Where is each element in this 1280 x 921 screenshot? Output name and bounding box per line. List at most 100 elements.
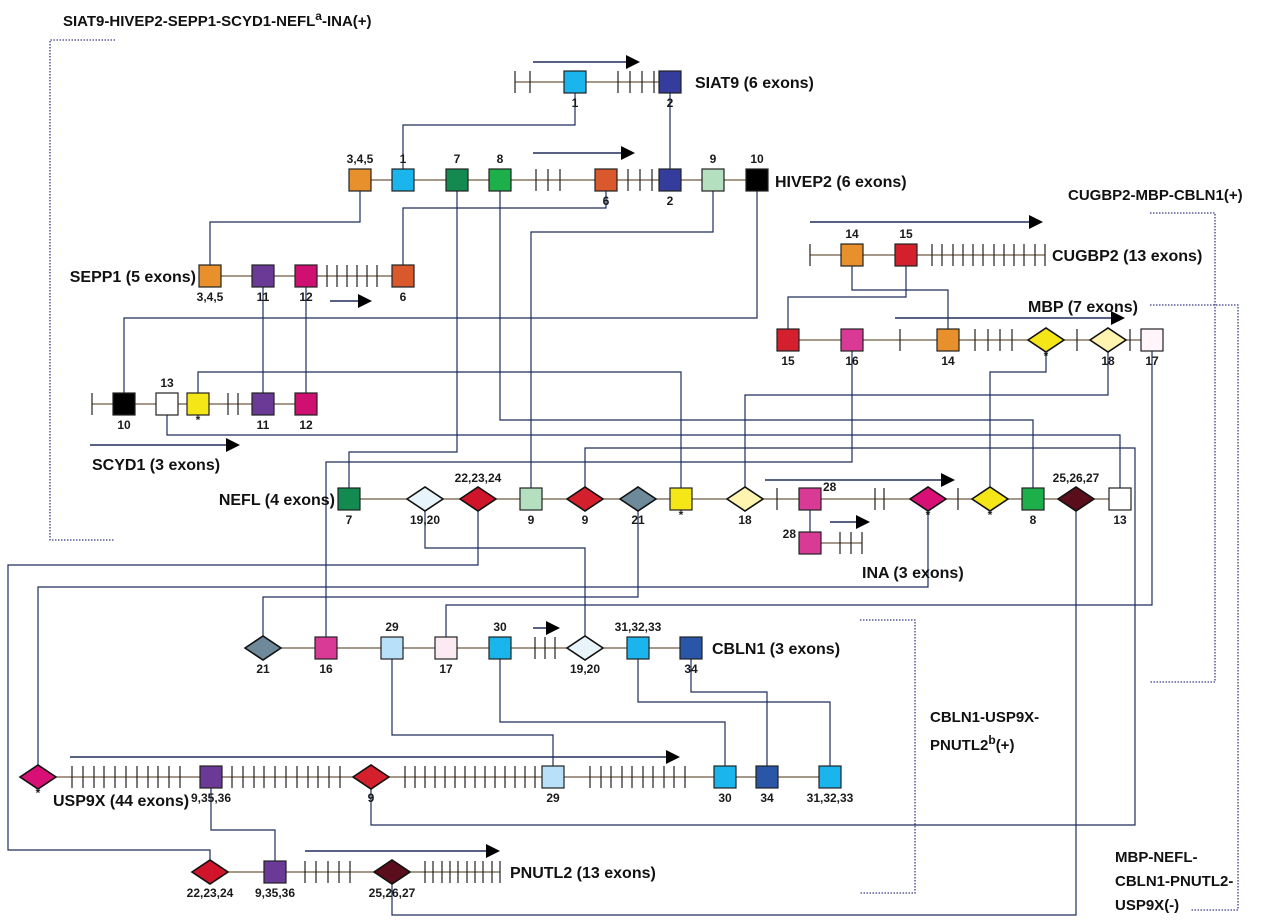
exon-label: 14 (941, 354, 955, 368)
exon-square (186, 392, 210, 416)
exon-label: 28 (783, 527, 797, 541)
exon-square (251, 264, 275, 288)
exon-connector (445, 351, 1153, 637)
exon-connector (37, 511, 929, 765)
exon-label: 21 (631, 513, 645, 527)
exon-label: 31,32,33 (807, 791, 854, 805)
exon-connector (391, 511, 1077, 916)
gene-title: NEFL (4 exons) (219, 492, 335, 509)
exon-square (1108, 487, 1132, 511)
group-label-mbp-usp9x-line3: USP9X(-) (1115, 897, 1179, 914)
exon-connector (197, 371, 682, 488)
direction-arrow-head-icon (666, 750, 680, 764)
exon-diamond (970, 486, 1010, 512)
exon-square (380, 636, 404, 660)
exon-square (348, 168, 372, 192)
exon-square (818, 765, 842, 789)
group-label-mbp-usp9x-line2: CBLN1-PNUTL2- (1115, 873, 1233, 890)
exon-label: 25,26,27 (1053, 471, 1100, 485)
gene-title: HIVEP2 (6 exons) (775, 174, 907, 191)
exon-connector (530, 191, 714, 488)
direction-arrow-head-icon (626, 55, 640, 69)
exon-label: * (988, 508, 993, 522)
exon-square (894, 243, 918, 267)
exon-label: * (36, 786, 41, 800)
exon-square (314, 636, 338, 660)
exon-square (563, 70, 587, 94)
exon-connector (402, 191, 607, 265)
exon-diamond (565, 635, 605, 661)
exon-square (1021, 487, 1045, 511)
exon-label: 9,35,36 (255, 886, 295, 900)
exon-square (263, 860, 287, 884)
direction-arrow-head-icon (486, 844, 500, 858)
exon-connector (166, 415, 1121, 488)
exon-label: 29 (546, 791, 560, 805)
exon-label: 21 (256, 662, 270, 676)
exon-connector (499, 659, 726, 766)
exon-label: * (1044, 349, 1049, 363)
exon-square (251, 392, 275, 416)
exon-connector (123, 191, 758, 393)
exon-label: 12 (299, 290, 313, 304)
gene-title: PNUTL2 (13 exons) (510, 865, 656, 882)
exon-label: 10 (117, 418, 131, 432)
exon-label: 1 (400, 152, 407, 166)
exon-diamond (458, 486, 498, 512)
group-label-siat9-ina: SIAT9-HIVEP2-SEPP1-SCYD1-NEFLa-INA(+) (63, 9, 372, 30)
exon-label: 15 (781, 354, 795, 368)
exon-label: 18 (1101, 354, 1115, 368)
exon-connector (637, 659, 831, 766)
exon-connector (690, 659, 768, 766)
direction-arrow-head-icon (621, 146, 635, 160)
exon-connector (210, 788, 276, 861)
exon-label: 30 (718, 791, 732, 805)
exon-label: 3,4,5 (347, 152, 374, 166)
exon-label: 8 (497, 152, 504, 166)
exon-square (391, 264, 415, 288)
exon-square (713, 765, 737, 789)
exon-square (755, 765, 779, 789)
exon-connector (744, 352, 1109, 487)
exon-connector (391, 659, 554, 766)
exon-square (626, 636, 650, 660)
exon-label: 22,23,24 (455, 471, 502, 485)
exon-diamond (1026, 327, 1066, 353)
group-label-cbln1-pnutl2-line1: CBLN1-USP9X- (930, 709, 1039, 726)
exon-label: 19,20 (570, 662, 600, 676)
exon-label: 30 (493, 620, 507, 634)
direction-arrow-head-icon (941, 473, 955, 487)
exon-diamond (565, 486, 605, 512)
exon-label: 6 (603, 194, 610, 208)
exon-label: 16 (845, 354, 859, 368)
exon-label: 17 (439, 662, 453, 676)
exon-connector (370, 447, 1136, 826)
exon-label: * (926, 508, 931, 522)
exon-diamond (1056, 486, 1096, 512)
exon-label: 31,32,33 (615, 620, 662, 634)
gene-title: CUGBP2 (13 exons) (1052, 248, 1202, 265)
exon-square (112, 392, 136, 416)
exon-connector (851, 266, 949, 329)
exon-label: 13 (160, 376, 174, 390)
exon-label: 11 (257, 290, 270, 304)
exon-square (199, 765, 223, 789)
direction-arrow-head-icon (546, 621, 560, 635)
exon-label: 15 (899, 227, 913, 241)
exon-square (198, 264, 222, 288)
exon-diamond (618, 486, 658, 512)
exon-square (745, 168, 769, 192)
gene-title: MBP (7 exons) (1028, 299, 1138, 316)
exon-label: 13 (1113, 513, 1127, 527)
exon-connector (424, 511, 586, 636)
exon-square (658, 70, 682, 94)
exon-label: 7 (346, 513, 353, 527)
exon-label: 34 (760, 791, 774, 805)
